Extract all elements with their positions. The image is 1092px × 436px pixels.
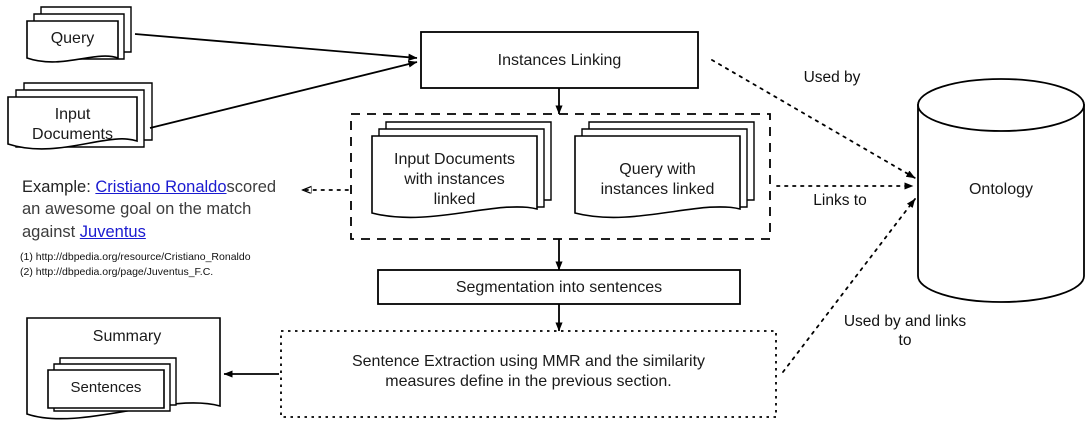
node-input-docs-linked[interactable] — [371, 121, 552, 219]
edge-label-used-by: Used by — [803, 69, 861, 86]
example-annotation: Example: Cristiano Ronaldoscored an awes… — [22, 176, 290, 243]
edge-label-used-by-and-links-to: Used by and links to — [843, 313, 967, 349]
linked-group-container — [350, 113, 771, 240]
reference-item-1: (1) http://dbpedia.org/resource/Cristian… — [20, 251, 251, 263]
reference-item-2: (2) http://dbpedia.org/page/Juventus_F.C… — [20, 265, 214, 278]
node-ontology[interactable] — [917, 78, 1085, 303]
label-sentences: Sentences — [70, 379, 142, 396]
node-sentence-extraction — [280, 330, 777, 418]
label-ontology: Ontology — [968, 181, 1034, 198]
label-query: Query — [50, 30, 95, 47]
node-input-documents[interactable] — [7, 82, 153, 150]
node-query[interactable] — [26, 6, 132, 63]
link-juventus[interactable]: Juventus — [79, 222, 146, 241]
node-summary[interactable] — [26, 317, 221, 420]
label-segmentation: Segmentation into sentences — [455, 279, 663, 296]
reference-list: (1) http://dbpedia.org/resource/Cristian… — [20, 250, 310, 280]
node-query-linked[interactable] — [574, 121, 755, 219]
label-query-linked: Query with instances linked — [600, 161, 715, 198]
node-segmentation — [377, 269, 741, 305]
edge-ontology-used-by — [711, 59, 916, 179]
label-input-documents: Input Documents — [32, 106, 113, 143]
link-cristiano-ronaldo[interactable]: Cristiano Ronaldo — [95, 178, 227, 196]
edge-query-to-linking — [134, 33, 418, 61]
label-sentence-extraction: Sentence Extraction using MMR and the si… — [351, 353, 706, 390]
example-middle: scored an awesome goal on the match agai… — [22, 178, 277, 241]
label-summary: Summary — [92, 328, 162, 345]
edge-label-links-to: Links to — [813, 192, 867, 209]
node-instances-linking — [420, 31, 699, 89]
label-input-docs-linked: Input Documents with instances linked — [394, 151, 515, 208]
edge-docs-to-linking — [149, 60, 418, 129]
example-lead: Example: — [22, 178, 96, 196]
label-instances-linking: Instances Linking — [497, 52, 622, 69]
